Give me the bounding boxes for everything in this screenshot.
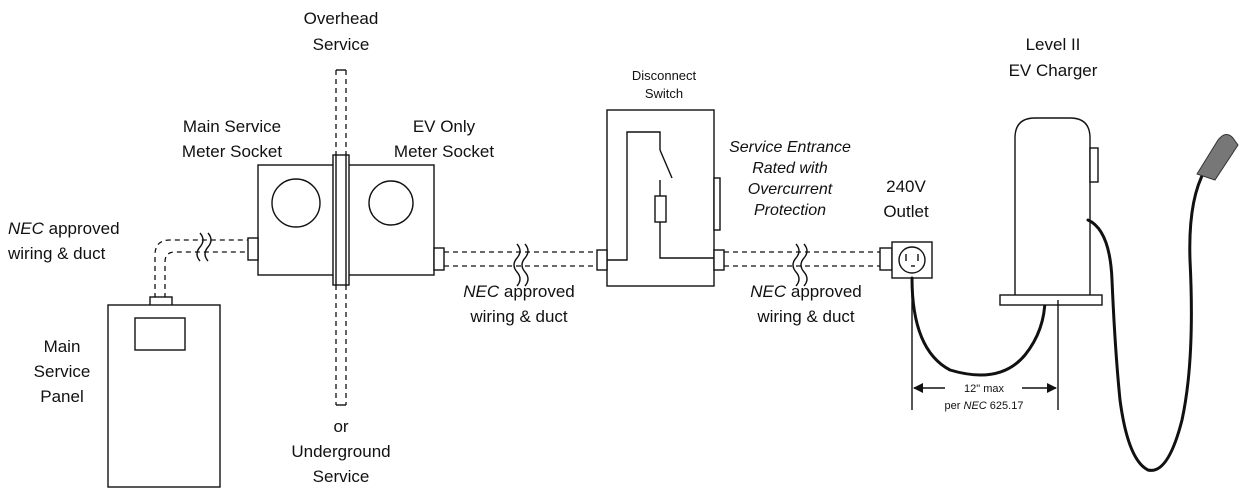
label-wiring-meter-2: wiring & duct	[469, 307, 568, 326]
meter-coupling	[332, 154, 350, 286]
label-main-panel-1: Main	[44, 337, 81, 356]
label-disconnect-2: Switch	[645, 86, 683, 101]
label-overhead-service: Service	[313, 35, 370, 54]
label-max-distance: 12" max	[964, 383, 1004, 395]
label-disconnect-1: Disconnect	[632, 68, 697, 83]
label-service-entrance-3: Overcurrent	[748, 181, 833, 198]
label-wiring-panel-2: wiring & duct	[7, 244, 106, 263]
label-service-entrance-2: Rated with	[752, 160, 828, 177]
main-meter-socket	[257, 164, 337, 276]
label-per-nec: per NEC 625.17	[945, 400, 1024, 412]
label-ev-meter-1: EV Only	[413, 117, 476, 136]
wiring-disconnect-to-outlet	[724, 243, 880, 287]
dimension-12in	[911, 282, 1059, 410]
label-main-meter-1: Main Service	[183, 117, 281, 136]
label-charger-1: Level II	[1026, 35, 1081, 54]
service-riser	[335, 69, 347, 406]
ev-meter-socket	[345, 164, 435, 276]
label-service-entrance-4: Protection	[754, 202, 826, 219]
label-outlet-240v: 240V	[886, 177, 926, 196]
label-underground-service: Service	[313, 467, 370, 486]
label-ev-meter-2: Meter Socket	[394, 142, 494, 161]
label-main-meter-2: Meter Socket	[182, 142, 282, 161]
label-underground: Underground	[291, 442, 390, 461]
wiring-panel-to-meter	[154, 232, 248, 298]
wiring-meter-to-disconnect	[444, 243, 597, 287]
label-or: or	[333, 417, 348, 436]
label-overhead: Overhead	[304, 9, 379, 28]
label-service-entrance-1: Service Entrance	[729, 139, 851, 156]
charging-cable	[1086, 134, 1239, 472]
label-main-panel-2: Service	[34, 362, 91, 381]
label-wiring-disconnect: NEC approved	[750, 282, 862, 301]
label-outlet: Outlet	[883, 202, 929, 221]
label-main-panel-3: Panel	[40, 387, 83, 406]
main-service-panel	[107, 296, 221, 488]
ev-meter-knockout	[433, 247, 445, 271]
label-charger-2: EV Charger	[1009, 61, 1098, 80]
label-wiring-meter: NEC approved	[463, 282, 575, 301]
label-wiring-panel: NEC approved	[8, 219, 120, 238]
ev-charger	[999, 117, 1103, 306]
label-wiring-disconnect-2: wiring & duct	[756, 307, 855, 326]
outlet-240v	[879, 241, 933, 279]
disconnect-switch	[596, 109, 725, 287]
main-meter-knockout	[247, 237, 259, 261]
charger-supply-cord	[910, 276, 1047, 377]
